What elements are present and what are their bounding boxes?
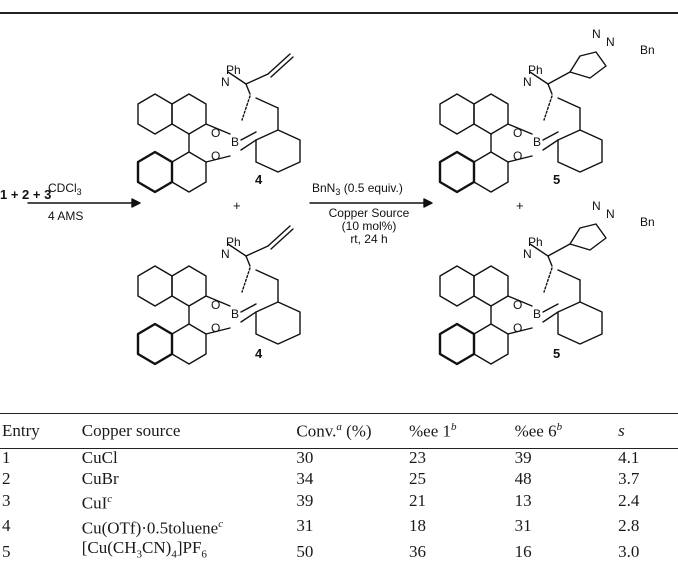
cell-conv: 39 <box>296 491 314 511</box>
table-header-rule <box>0 448 678 449</box>
cell-s: 2.4 <box>618 491 640 511</box>
cell-copper-source: CuBr <box>81 468 119 488</box>
cell-s: 3.7 <box>618 468 640 488</box>
cell-copper-source: CuIc <box>81 493 113 513</box>
table-row: 3 CuIc 39 21 13 2.4 <box>0 489 678 514</box>
cell-conv: 31 <box>296 515 314 535</box>
atom-Ph: Ph <box>528 235 543 249</box>
cell-ee1: 23 <box>408 448 426 468</box>
step2-conditions: rt, 24 h <box>350 232 387 246</box>
atom-O: O <box>513 321 522 335</box>
step1-additive: 4 AMS <box>48 209 83 223</box>
table-top-rule <box>0 413 678 414</box>
atom-B: B <box>231 135 239 149</box>
atom-B: B <box>533 135 541 149</box>
results-table: Entry Copper source Conv.a (%) %ee 1b %e… <box>0 414 678 565</box>
cell-entry: 2 <box>2 468 11 488</box>
top-rule <box>0 12 678 14</box>
atom-B: B <box>231 307 239 321</box>
cell-entry: 5 <box>2 541 11 561</box>
atom-N: N <box>221 247 230 261</box>
cell-s: 3.0 <box>618 541 640 561</box>
cell-copper-source: CuCl <box>81 448 118 468</box>
molecule-top-right <box>438 51 607 194</box>
cell-entry: 3 <box>2 491 11 511</box>
atom-N: N <box>592 27 601 41</box>
cell-ee6: 13 <box>514 491 532 511</box>
header-ee6: %ee 6b <box>514 420 563 441</box>
table-row: 4 Cu(OTf)·0.5toluenec 31 18 31 2.8 <box>0 514 678 539</box>
cell-conv: 34 <box>296 468 314 488</box>
atom-O: O <box>513 126 522 140</box>
reactants-label: 1 + 2 + 3 <box>0 187 51 202</box>
compound-label: 4 <box>255 346 263 361</box>
atom-Bn: Bn <box>640 43 655 57</box>
step1-reagent: CDCl3 <box>48 181 82 197</box>
cell-ee6: 39 <box>514 448 532 468</box>
molecule-bottom-left <box>136 225 301 366</box>
compound-label: 4 <box>255 172 263 187</box>
cell-copper-source: [Cu(CH3CN)4]PF6 <box>81 538 207 561</box>
atom-Bn: Bn <box>640 215 655 229</box>
atom-N: N <box>592 199 601 213</box>
plus-sign: + <box>516 198 524 213</box>
cell-entry: 1 <box>2 448 11 468</box>
atom-O: O <box>513 298 522 312</box>
cell-ee1: 36 <box>408 541 426 561</box>
atom-B: B <box>533 307 541 321</box>
atom-N: N <box>523 75 532 89</box>
atom-N: N <box>523 247 532 261</box>
step2-loading: (10 mol%) <box>342 219 397 233</box>
step2-catalyst: Copper Source <box>329 206 410 220</box>
table-row: 1 CuCl 30 23 39 4.1 <box>0 448 678 469</box>
plus-sign: + <box>233 198 241 213</box>
cell-entry: 4 <box>2 515 11 535</box>
header-s: s <box>618 421 625 440</box>
reaction-scheme: N Ph B O O N Ph B O O N Ph B O O N N Bn … <box>0 27 655 366</box>
atom-N: N <box>221 75 230 89</box>
atom-O: O <box>513 149 522 163</box>
atom-Ph: Ph <box>528 63 543 77</box>
table-header-row: Entry Copper source Conv.a (%) %ee 1b %e… <box>0 414 678 448</box>
atom-Ph: Ph <box>226 235 241 249</box>
molecule-bottom-right <box>438 223 607 366</box>
atom-O: O <box>211 149 220 163</box>
cell-ee1: 25 <box>408 468 426 488</box>
cell-ee1: 18 <box>408 515 426 535</box>
table-row: 5 [Cu(CH3CN)4]PF6 50 36 16 3.0 <box>0 538 678 564</box>
atom-Ph: Ph <box>226 63 241 77</box>
cell-ee6: 31 <box>514 515 532 535</box>
atom-N: N <box>606 35 615 49</box>
atom-N: N <box>606 207 615 221</box>
header-entry: Entry <box>2 421 40 440</box>
table-row: 2 CuBr 34 25 48 3.7 <box>0 469 678 490</box>
cell-conv: 30 <box>296 448 314 468</box>
header-conv: Conv.a (%) <box>296 420 372 441</box>
atom-O: O <box>211 126 220 140</box>
cell-conv: 50 <box>296 541 314 561</box>
header-ee1: %ee 1b <box>408 420 457 441</box>
cell-s: 4.1 <box>618 448 640 468</box>
cell-ee6: 16 <box>514 541 532 561</box>
step2-reagent: BnN3 (0.5 equiv.) <box>312 181 403 197</box>
compound-label: 5 <box>553 346 560 361</box>
atom-O: O <box>211 321 220 335</box>
cell-ee1: 21 <box>408 491 426 511</box>
cell-copper-source: Cu(OTf)·0.5toluenec <box>81 517 224 538</box>
header-copper-source: Copper source <box>81 421 181 440</box>
molecule-top-left <box>136 53 301 194</box>
cell-s: 2.8 <box>618 515 640 535</box>
atom-O: O <box>211 298 220 312</box>
compound-label: 5 <box>553 172 560 187</box>
cell-ee6: 48 <box>514 468 532 488</box>
